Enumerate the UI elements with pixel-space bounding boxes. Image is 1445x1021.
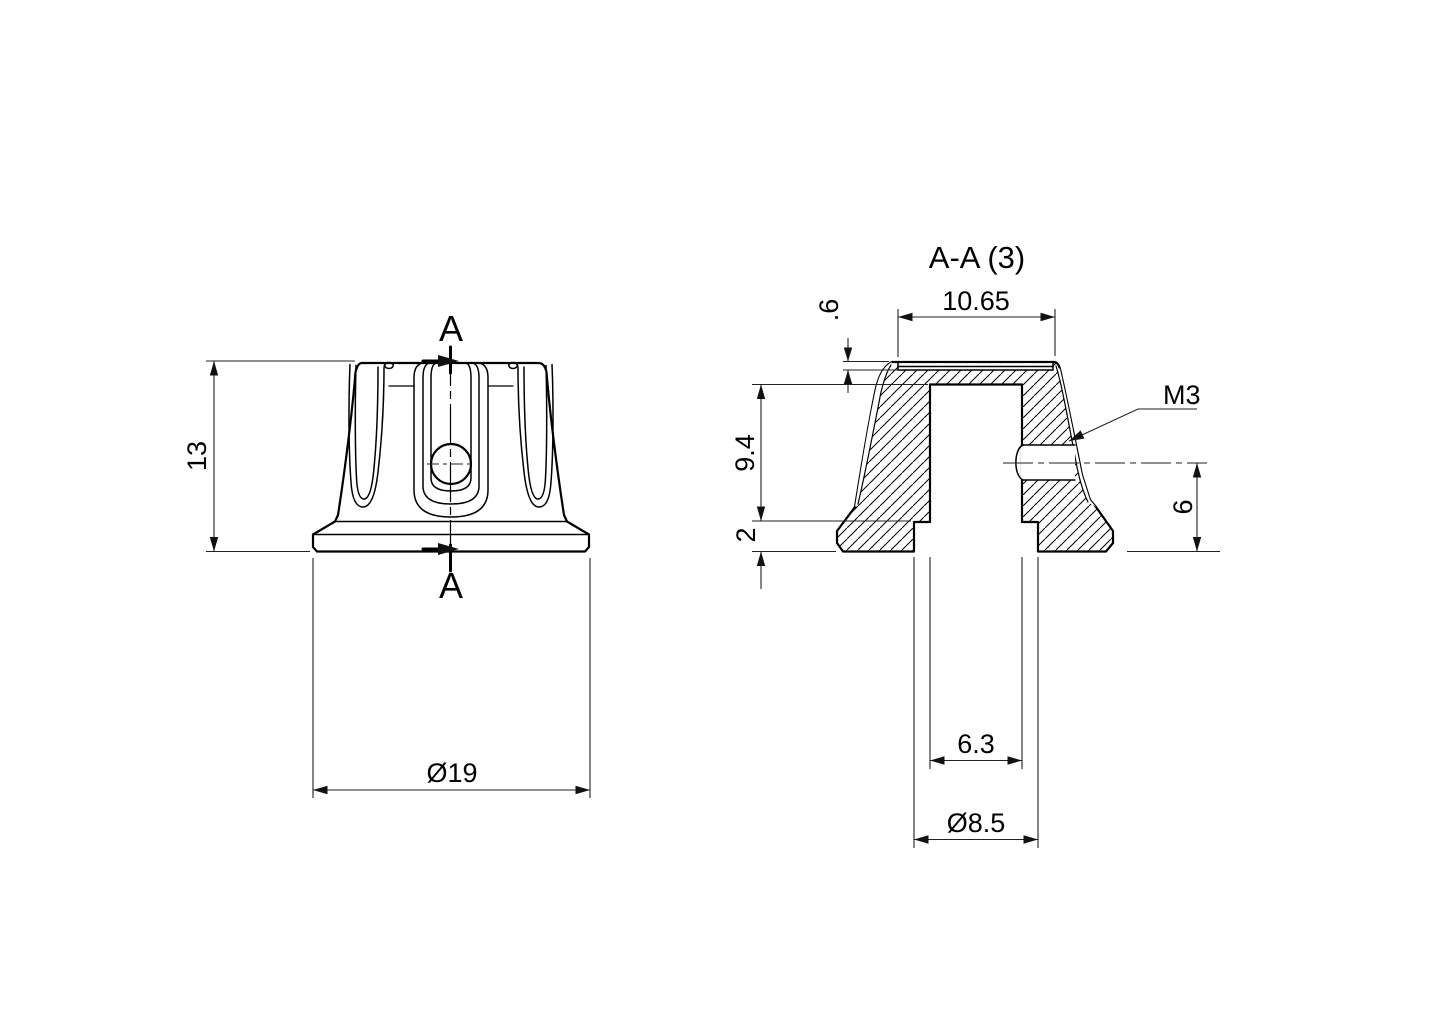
top-recess <box>897 362 1054 371</box>
dim-top-recess-width: 10.65 <box>897 286 1056 357</box>
section-arrow-label-bottom: A <box>439 565 463 606</box>
dim-flange-thickness: 2 <box>731 527 836 589</box>
dim-height: 13 <box>182 360 355 553</box>
section-view: M3 10.65 .6 9.4 <box>730 286 1220 848</box>
dim-counterbore: Ø8.5 <box>913 557 1039 848</box>
dim-thread-height: 6 <box>1127 463 1220 553</box>
dim-thread-height-label: 6 <box>1168 499 1198 514</box>
groove-sliver-left-edge <box>857 364 892 505</box>
dim-top-recess-width-label: 10.65 <box>942 286 1010 316</box>
dim-bore-depth: 9.4 <box>730 383 928 522</box>
thread-label: M3 <box>1163 380 1201 410</box>
groove-sliver-right <box>1056 366 1096 507</box>
flute-right <box>516 363 554 508</box>
flute-top-ellipse-right <box>508 361 518 370</box>
dim-recess-depth-label: .6 <box>814 299 844 322</box>
thread-leader: M3 <box>1068 380 1201 442</box>
dim-bore-width: 6.3 <box>929 557 1023 769</box>
dim-flange-thickness-label: 2 <box>731 527 761 542</box>
dim-diameter: Ø19 <box>312 558 591 798</box>
dim-diameter-label: Ø19 <box>426 758 477 788</box>
section-view-title: A-A (3) <box>929 240 1025 275</box>
flute-top-ellipse-left <box>384 361 394 370</box>
section-cutting-line <box>421 345 459 573</box>
groove-sliver-right-edge <box>1055 365 1089 503</box>
dim-height-label: 13 <box>182 441 212 471</box>
flute-left <box>348 363 386 508</box>
dim-counterbore-label: Ø8.5 <box>947 808 1006 838</box>
dim-bore-width-label: 6.3 <box>957 729 995 759</box>
front-view: A A 13 Ø19 <box>182 308 591 798</box>
section-arrow-label-top: A <box>439 308 463 349</box>
dim-recess-depth: .6 <box>814 299 899 393</box>
groove-sliver-left <box>855 362 892 507</box>
dim-bore-depth-label: 9.4 <box>730 434 760 472</box>
